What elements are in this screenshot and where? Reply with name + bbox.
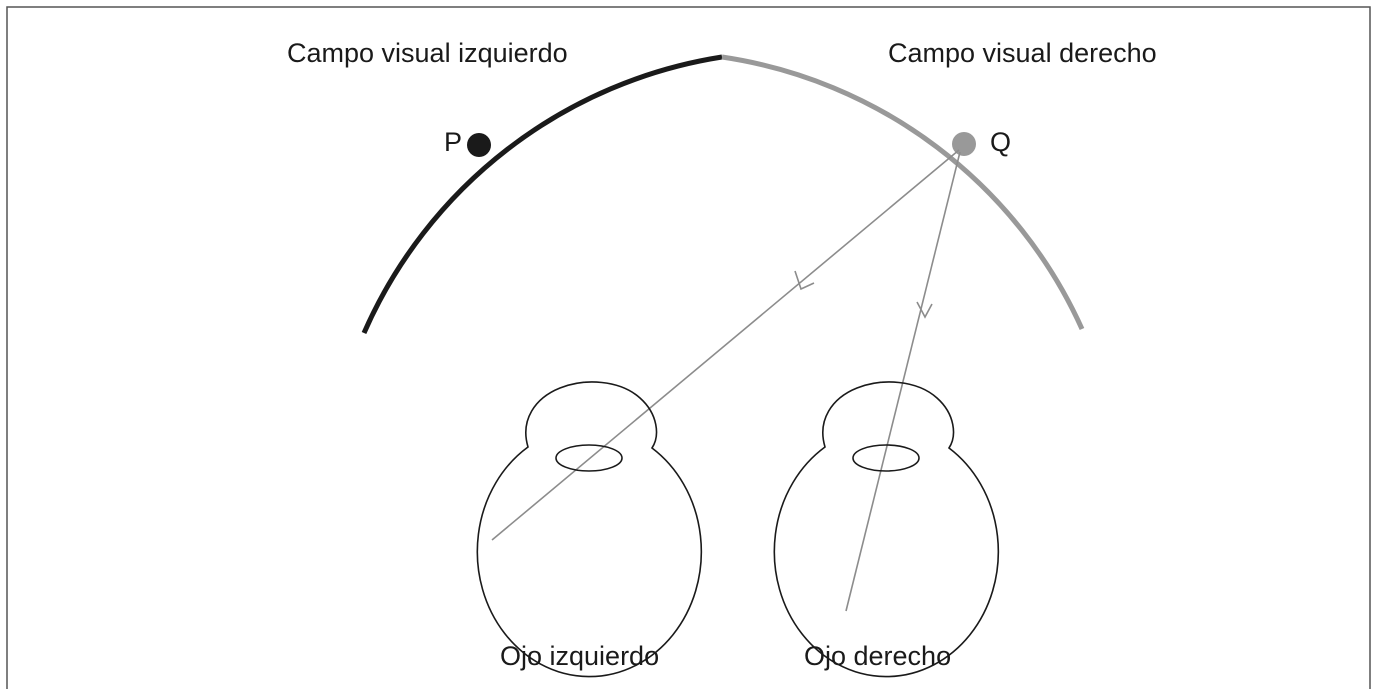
left-eye-label: Ojo izquierdo	[500, 641, 659, 671]
point-p-marker	[467, 133, 491, 157]
figure-frame	[6, 6, 1371, 689]
ray-left-arrowhead	[794, 270, 815, 291]
right-visual-field-label: Campo visual derecho	[888, 38, 1157, 68]
right-eye-lens	[852, 444, 920, 472]
right-eye-outline	[773, 381, 1000, 678]
point-q-label: Q	[990, 127, 1011, 157]
ray-q-to-left-eye	[491, 149, 960, 541]
point-p-label: P	[444, 127, 462, 157]
right-visual-field-arc	[721, 54, 1085, 331]
left-visual-field-label: Campo visual izquierdo	[287, 38, 568, 68]
right-eye	[773, 381, 1000, 678]
left-visual-field-arc	[361, 54, 723, 335]
right-eye-label: Ojo derecho	[804, 641, 951, 671]
ray-right-arrowhead	[916, 301, 933, 319]
ray-q-to-right-eye	[845, 151, 961, 612]
left-eye-lens	[555, 444, 623, 472]
left-eye	[476, 381, 703, 678]
left-eye-outline	[476, 381, 703, 678]
